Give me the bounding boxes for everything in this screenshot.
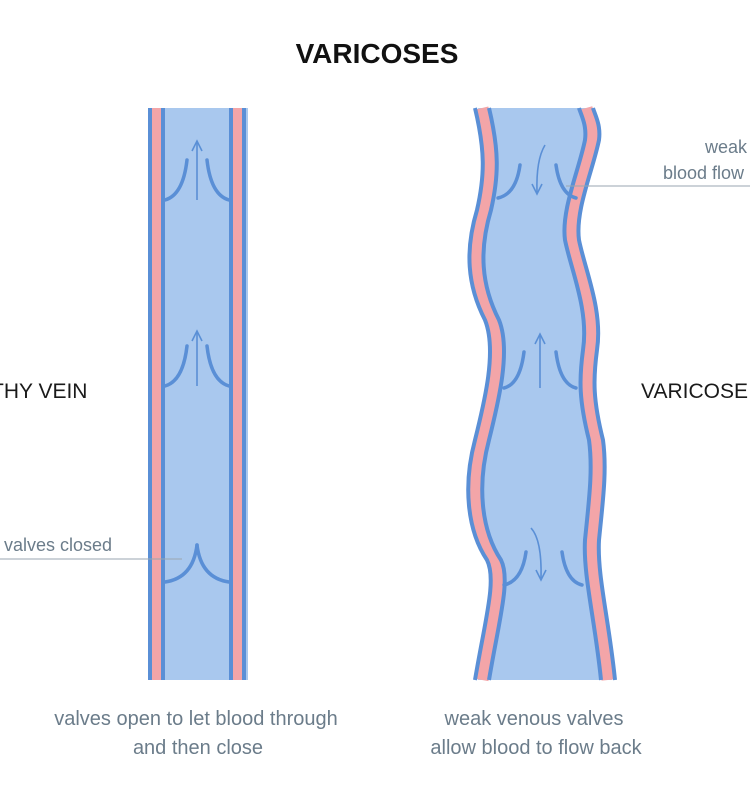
left-caption-line1: valves open to let blood through bbox=[54, 708, 338, 730]
healthy-vein-pink-layer-right bbox=[233, 108, 242, 680]
weak-valve-bottom bbox=[502, 550, 584, 587]
up-arrow-icon-2 bbox=[191, 329, 203, 386]
healthy-vein bbox=[148, 108, 248, 680]
varicose-vein-left-wall bbox=[466, 106, 507, 682]
healthy-vein-pink-layer-left bbox=[152, 108, 161, 680]
up-arrow-icon-1 bbox=[191, 139, 203, 200]
healthy-vein-label: THY VEIN bbox=[0, 380, 87, 403]
varicose-vein-right-wall bbox=[562, 105, 617, 681]
closed-valve bbox=[163, 543, 231, 584]
weak-label-line2: blood flow bbox=[663, 163, 745, 183]
valves-closed-label: valves closed bbox=[4, 535, 112, 555]
healthy-vein-outer-wall-right bbox=[242, 108, 246, 680]
varicose-open-valve bbox=[502, 350, 578, 390]
right-caption-line2: allow blood to flow back bbox=[430, 737, 642, 759]
right-caption-line1: weak venous valves bbox=[444, 708, 624, 730]
down-arrow-icon-2 bbox=[530, 527, 547, 582]
healthy-vein-inner-wall-left bbox=[161, 108, 165, 680]
healthy-vein-inner-wall-right bbox=[229, 108, 233, 680]
diagram-title: VARICOSES bbox=[296, 38, 459, 69]
weak-valve-top bbox=[496, 163, 578, 200]
down-arrow-icon-1 bbox=[531, 144, 546, 196]
varicose-label: VARICOSE bbox=[641, 380, 748, 403]
left-caption-line2: and then close bbox=[133, 737, 263, 759]
open-valve-1 bbox=[163, 158, 231, 202]
healthy-vein-outer-wall-left bbox=[148, 108, 152, 680]
varicose-vein bbox=[466, 105, 617, 682]
weak-label-line1: weak bbox=[704, 137, 748, 157]
open-valve-2 bbox=[163, 344, 231, 388]
up-arrow-icon-3 bbox=[534, 332, 546, 388]
